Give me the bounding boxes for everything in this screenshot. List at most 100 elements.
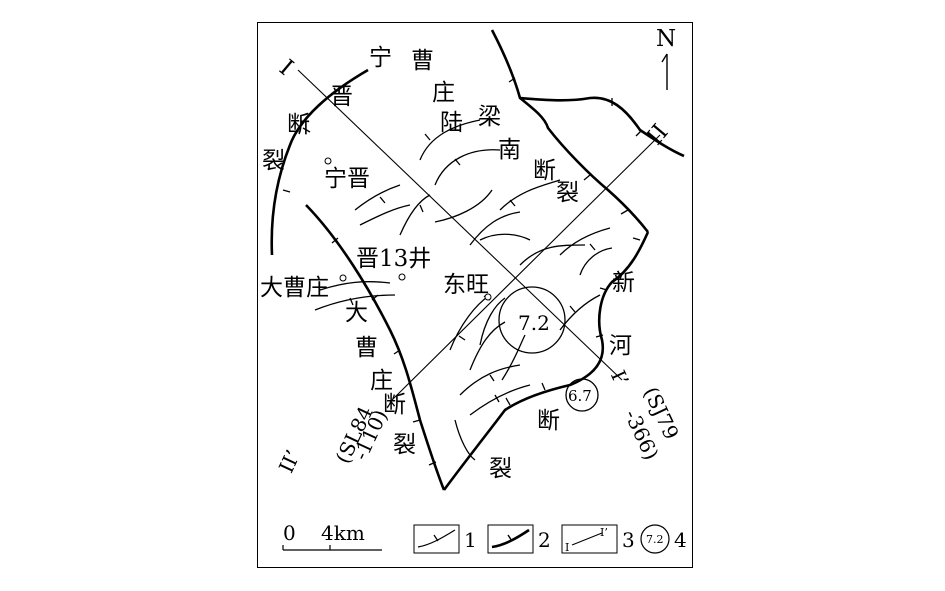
- north-arrow-head: [661, 53, 668, 63]
- legend-box-3: [561, 524, 618, 554]
- dongwang-town-label: 东旺: [443, 272, 489, 298]
- fault-tick: [393, 349, 401, 355]
- dacaozhuang-town-marker: [339, 274, 347, 282]
- xinhe-fault-char: 裂: [489, 456, 512, 482]
- fault-tick: [489, 374, 495, 382]
- profile-I-start-label: I: [274, 55, 298, 81]
- epicenter-circle-7-2: [498, 286, 566, 354]
- caozhuang-char: 曹: [411, 48, 434, 74]
- minor-fault: [479, 233, 531, 241]
- fault-tick: [569, 305, 576, 313]
- epicenter-label-6-7: 6.7: [568, 387, 592, 405]
- legend-profile-end: I’: [600, 526, 608, 539]
- fault-tick: [349, 297, 354, 306]
- xinhe-fault-char: 河: [609, 333, 632, 359]
- ningjin-town-marker: [324, 157, 332, 165]
- dacaozhuang-fault-char: 断: [383, 392, 406, 418]
- luliang-fault-char: 梁: [478, 104, 501, 130]
- ningjin-fault-char: 晋: [330, 84, 353, 110]
- ningjin-fault-char: 裂: [262, 148, 285, 174]
- ningjin-town-label: 宁晋: [324, 166, 370, 192]
- profile-I-end-label: I’: [606, 366, 634, 389]
- fault-tick: [509, 199, 516, 207]
- fault-tick: [508, 77, 516, 83]
- well-marker: [398, 273, 406, 281]
- dacaozhuang-fault-char: 大: [345, 300, 368, 326]
- legend-number-2: 2: [538, 528, 551, 552]
- minor-fault: [354, 184, 401, 211]
- minor-fault: [559, 227, 611, 256]
- minor-fault: [314, 294, 396, 311]
- fault-tick: [632, 237, 641, 241]
- fault-tick: [494, 394, 500, 403]
- legend-tick: [433, 534, 439, 542]
- fault-tick: [302, 127, 311, 133]
- fault-tick: [595, 334, 604, 338]
- scale-bar: 0 4km: [282, 521, 382, 551]
- legend-number-3: 3: [622, 528, 635, 552]
- profile-II-line: [391, 134, 661, 401]
- xinhe-fault-char: 断: [537, 408, 560, 434]
- fault-tick: [419, 204, 424, 213]
- luliang-fault-char: 断: [533, 158, 556, 184]
- minor-fault: [434, 149, 501, 186]
- fault-tick: [458, 335, 466, 341]
- well-label: 晋13井: [356, 246, 431, 272]
- minor-fault: [479, 297, 506, 346]
- northeast-boundary-fault-line: [519, 96, 685, 158]
- fault-tick: [599, 287, 608, 291]
- fault-tick: [505, 397, 511, 406]
- fault-tick: [583, 174, 591, 181]
- fault-tick: [428, 461, 437, 466]
- minor-fault: [519, 244, 586, 266]
- legend-box-2: [487, 524, 534, 554]
- epicenter-label-7-2: 7.2: [518, 311, 550, 335]
- fault-tick: [282, 189, 291, 193]
- epicenter-circle-6-7: [565, 378, 599, 412]
- xinhe-fault-char: 新: [612, 270, 635, 296]
- luliang-fault-char: 南: [498, 137, 521, 163]
- fault-tick: [412, 419, 421, 423]
- caozhuang-char: 庄: [432, 80, 455, 106]
- dacaozhuang-fault-char: 庄: [370, 368, 393, 394]
- legend-number-1: 1: [464, 528, 477, 552]
- dacaozhuang-fault-line: [305, 204, 446, 491]
- luliang-fault-char: 裂: [556, 180, 579, 206]
- minor-fault: [459, 364, 521, 396]
- ningjin-fault-char: 宁: [369, 45, 392, 71]
- fault-tick: [371, 294, 379, 301]
- map-frame: [257, 22, 693, 568]
- legend-number-4: 4: [674, 528, 687, 552]
- minor-fault: [469, 321, 506, 371]
- profile-II-end-label: II’: [274, 446, 305, 476]
- luliang-fault-char: 陆: [440, 110, 463, 136]
- minor-fault: [469, 211, 521, 246]
- minor-fault: [469, 384, 531, 416]
- legend-box-1: [413, 524, 460, 554]
- ningjin-fault-char: 断: [287, 112, 310, 138]
- dacaozhuang-town-label: 大曹庄: [260, 275, 329, 301]
- legend-epicenter-symbol: [640, 524, 670, 554]
- minor-fault: [434, 189, 493, 223]
- north-arrow: N: [656, 26, 676, 90]
- profile-I-line: [297, 69, 623, 381]
- scale-distance: 4km: [321, 521, 365, 545]
- legend-profile-symbol: [571, 532, 603, 546]
- dacaozhuang-fault-char: 曹: [355, 335, 378, 361]
- fault-tick: [635, 129, 643, 137]
- minor-fault: [419, 119, 481, 161]
- scale-zero: 0: [283, 521, 296, 545]
- minor-fault: [579, 247, 613, 276]
- legend-minor-fault-symbol: [417, 529, 456, 548]
- xinhe-fault-line: [442, 231, 650, 491]
- legend-epicenter-value: 7.2: [646, 533, 664, 546]
- fault-tick: [424, 133, 431, 141]
- minor-fault: [319, 281, 391, 291]
- minor-fault: [399, 194, 431, 236]
- minor-faults: [314, 119, 613, 461]
- legend: 1 2 I I’ 3 7.2 4: [413, 524, 687, 554]
- fault-ticks: [282, 77, 643, 466]
- minor-fault: [454, 419, 476, 461]
- dongwang-town-marker: [484, 293, 492, 301]
